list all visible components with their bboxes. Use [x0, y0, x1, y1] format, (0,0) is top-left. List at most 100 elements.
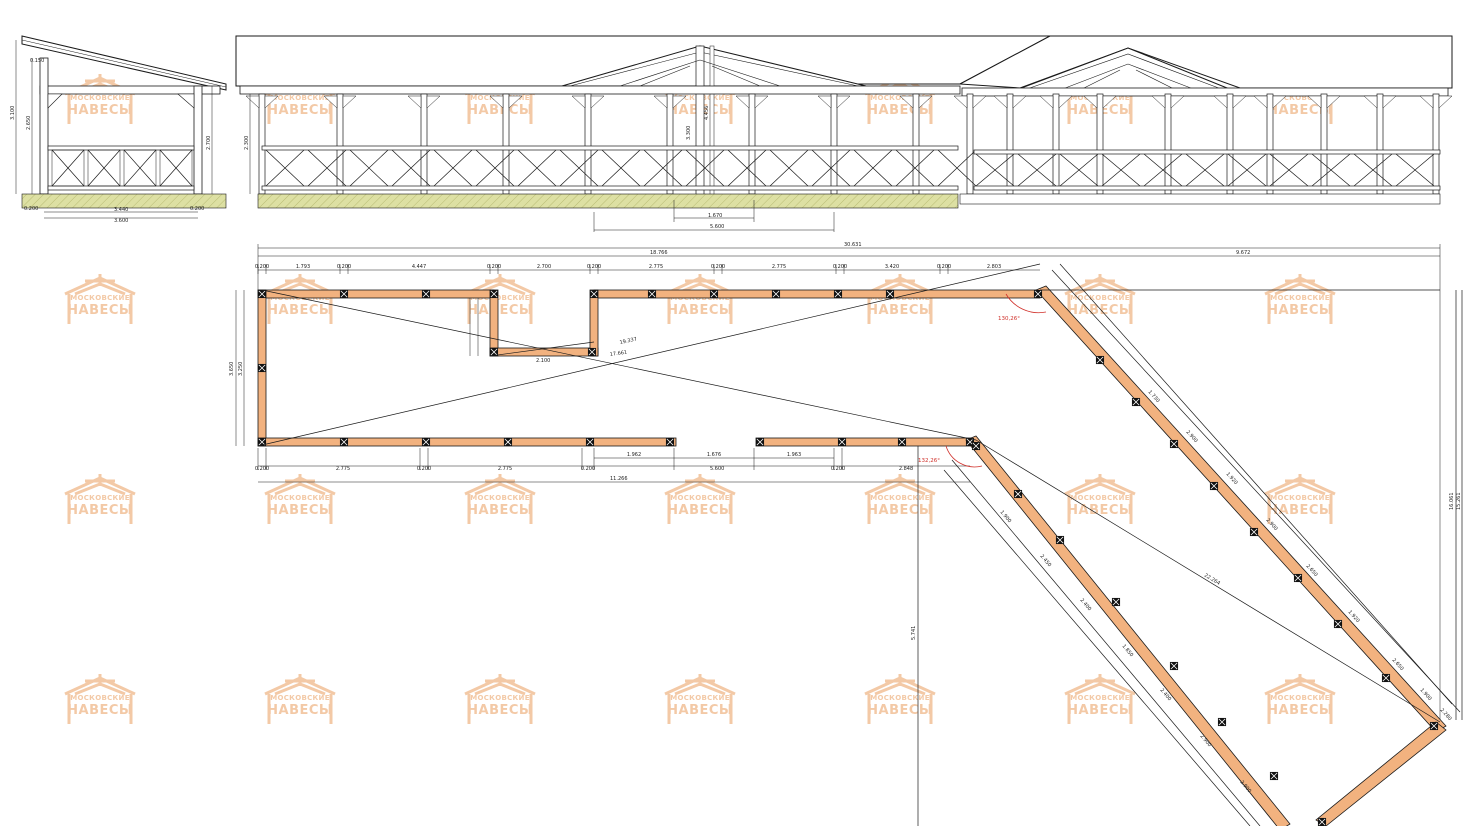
watermark-text-bottom: НАВЕСЫ: [667, 503, 733, 518]
watermark-text-bottom: НАВЕСЫ: [867, 103, 933, 118]
front-post: [258, 93, 266, 195]
side-dim-eave: 2.650: [26, 116, 32, 130]
post-icon: [833, 289, 843, 299]
post-icon: [257, 289, 267, 299]
plan-bottom-segment-dim: 2.775: [336, 466, 350, 472]
watermark-text-top: МОСКОВСКИЕ: [70, 94, 130, 102]
post-icon: [589, 289, 599, 299]
post-icon: [1293, 573, 1303, 583]
watermark-text-top: МОСКОВСКИЕ: [870, 494, 930, 502]
plan-dim-overall: 30.631: [844, 242, 862, 248]
watermark-text-top: МОСКОВСКИЕ: [670, 694, 730, 702]
plan-top-segment-dim: 2.775: [772, 264, 786, 270]
plan-dim-bottom-total: 11.266: [610, 476, 628, 482]
plan-bottom-segment-dim: 2.775: [498, 466, 512, 472]
watermark-text-bottom: НАВЕСЫ: [267, 703, 333, 718]
side-dim-top: 0.150: [30, 58, 44, 64]
front-elevation: 5.600 1.670 2.300 3.300 4.456: [235, 35, 1453, 232]
post-icon: [1055, 535, 1065, 545]
front-dim-total: 4.456: [704, 106, 710, 120]
side-dim-post: 2.700: [206, 136, 212, 150]
watermark-text-bottom: НАВЕСЫ: [1067, 703, 1133, 718]
plan-dim-right-wing: 9.672: [1236, 250, 1250, 256]
plan-bottom-segment-dim: 1.962: [627, 452, 641, 458]
plan-top-segment-dim: 0.200: [587, 264, 601, 270]
watermark-text-bottom: НАВЕСЫ: [267, 103, 333, 118]
post-icon: [1381, 673, 1391, 683]
watermark-text-bottom: НАВЕСЫ: [267, 503, 333, 518]
front-post: [748, 93, 756, 195]
front-dim-bay: 1.670: [708, 213, 722, 219]
front-post: [502, 93, 510, 195]
post-icon: [585, 437, 595, 447]
watermark-text-top: МОСКОВСКИЕ: [1070, 694, 1130, 702]
post-icon: [1169, 661, 1179, 671]
watermark-text-top: МОСКОВСКИЕ: [270, 94, 330, 102]
post-icon: [489, 289, 499, 299]
watermark-text-top: МОСКОВСКИЕ: [870, 694, 930, 702]
post-icon: [837, 437, 847, 447]
post-icon: [771, 289, 781, 299]
plan-bottom-segment-dim: 0.200: [831, 466, 845, 472]
post-icon: [1317, 817, 1327, 826]
front-post: [584, 93, 592, 195]
watermark-text-top: МОСКОВСКИЕ: [1270, 494, 1330, 502]
front-post: [1052, 93, 1060, 195]
plan-top-segment-dim: 1.793: [296, 264, 310, 270]
plan-diag-1: 19.337: [619, 336, 637, 346]
front-post: [420, 93, 428, 195]
front-post: [830, 93, 838, 195]
watermark-text-bottom: НАВЕСЫ: [67, 303, 133, 318]
side-dim-left: 0.200: [24, 206, 38, 212]
watermark-text-top: МОСКОВСКИЕ: [870, 94, 930, 102]
watermark-text-bottom: НАВЕСЫ: [467, 503, 533, 518]
post-icon: [1033, 289, 1043, 299]
plan-top-segment-dim: 2.803: [987, 264, 1001, 270]
side-dim-height: 3.100: [10, 106, 16, 120]
plan-top-segment-dim: 4.447: [412, 264, 426, 270]
post-icon: [971, 441, 981, 451]
plan-top-segment-dim: 2.700: [537, 264, 551, 270]
post-icon: [665, 437, 675, 447]
watermark-text-top: МОСКОВСКИЕ: [670, 494, 730, 502]
wing-outer-dim: 1.920: [1225, 471, 1239, 486]
watermark-text-top: МОСКОВСКИЕ: [470, 494, 530, 502]
post-icon: [1333, 619, 1343, 629]
plan-top-segment-dim: 0.200: [711, 264, 725, 270]
watermark-text-bottom: НАВЕСЫ: [867, 303, 933, 318]
side-dim-outer: 3.600: [114, 218, 128, 224]
plan-dim-right-inner: 15.261: [1456, 493, 1462, 511]
wing-inner-dim: 2.450: [1038, 553, 1052, 568]
front-post: [1096, 93, 1104, 195]
front-post: [966, 93, 974, 195]
watermark-text-bottom: НАВЕСЫ: [267, 303, 333, 318]
watermark-text-top: МОСКОВСКИЕ: [70, 694, 130, 702]
wing-inner-dim: 2.400: [1078, 597, 1092, 612]
watermark-text-bottom: НАВЕСЫ: [667, 703, 733, 718]
post-icon: [1249, 527, 1259, 537]
plan-bottom-segment-dim: 0.200: [417, 466, 431, 472]
front-post: [1226, 93, 1234, 195]
watermark-text-bottom: НАВЕСЫ: [467, 103, 533, 118]
plan-dim-left-inner: 3.250: [238, 362, 244, 376]
watermark-text-top: МОСКОВСКИЕ: [1070, 294, 1130, 302]
plan-top-segment-dim: 0.200: [255, 264, 269, 270]
post-icon: [885, 289, 895, 299]
watermark-text-top: МОСКОВСКИЕ: [470, 694, 530, 702]
post-icon: [587, 347, 597, 357]
watermark-text-top: МОСКОВСКИЕ: [1270, 294, 1330, 302]
post-icon: [503, 437, 513, 447]
